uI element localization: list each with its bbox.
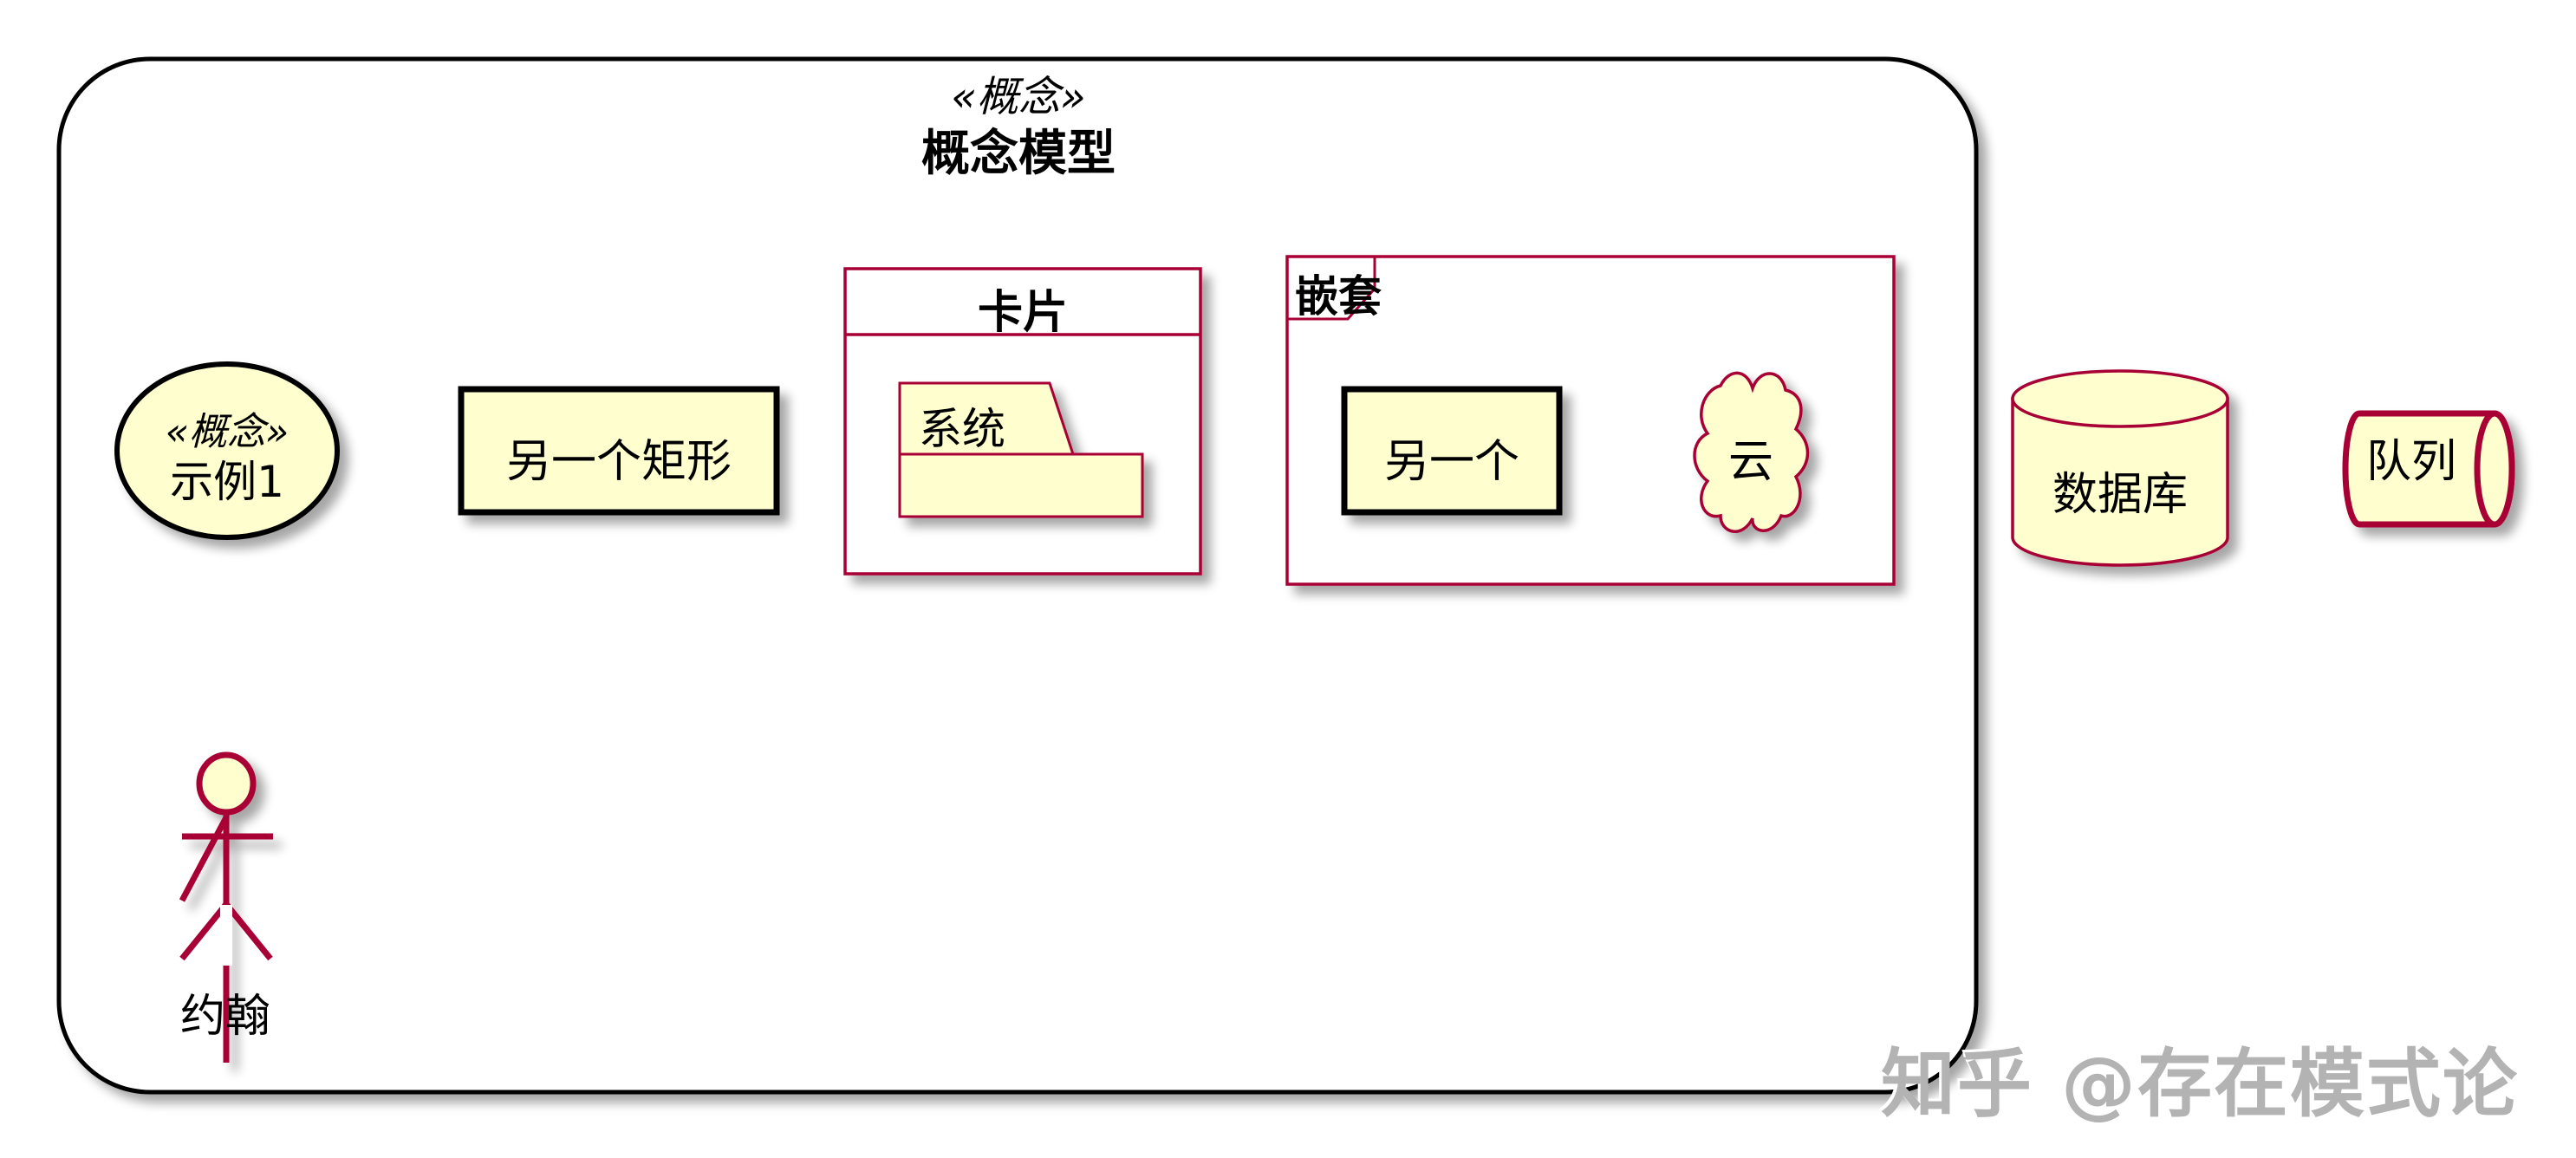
queue-shape[interactable] [2342,410,2515,528]
database-shape[interactable] [2011,369,2229,567]
cloud-shape[interactable] [1693,371,1810,533]
rectangle-shape[interactable] [458,386,780,516]
cloud-label: 云 [1727,436,1773,488]
card-title: 卡片 [977,287,1068,339]
usecase-stereotype: «概念» [165,410,289,454]
folder-shape[interactable] [898,381,1144,518]
frame-rectangle-label: 另一个 [1383,436,1519,488]
actor-figure[interactable] [179,751,273,1063]
watermark-text: 知乎 @存在模式论 [1881,1041,2519,1128]
frame-rectangle-shape[interactable] [1341,386,1563,516]
usecase-ellipse[interactable] [114,361,340,540]
database-label: 数据库 [2052,469,2188,521]
queue-label: 队列 [2366,436,2457,488]
usecase-label: 示例1 [170,457,284,507]
folder-label: 系统 [919,404,1005,454]
actor-label: 约翰 [179,991,270,1043]
frame-title: 嵌套 [1295,271,1382,322]
package-title: 概念模型 [921,126,1116,182]
package-stereotype: «概念» [951,73,1086,121]
rectangle-label: 另一个矩形 [505,436,732,488]
